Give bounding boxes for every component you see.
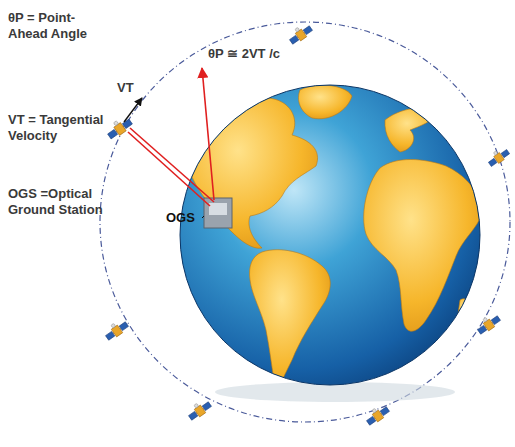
- beam-lines: [128, 68, 214, 206]
- velocity-label: VT: [117, 80, 134, 96]
- legend-text: OGS =Optical Ground Station: [8, 186, 108, 218]
- station-label: OGS: [166, 210, 195, 226]
- earth-globe: [180, 85, 482, 402]
- orbit: [100, 22, 510, 422]
- legend-text: θP = Point-Ahead Angle: [8, 10, 100, 42]
- velocity-arrow: [124, 98, 142, 122]
- legend-text: VT = Tangential Velocity: [8, 112, 108, 144]
- satellites: [102, 21, 510, 426]
- formula-label: θP ≅ 2VT /c: [208, 46, 280, 62]
